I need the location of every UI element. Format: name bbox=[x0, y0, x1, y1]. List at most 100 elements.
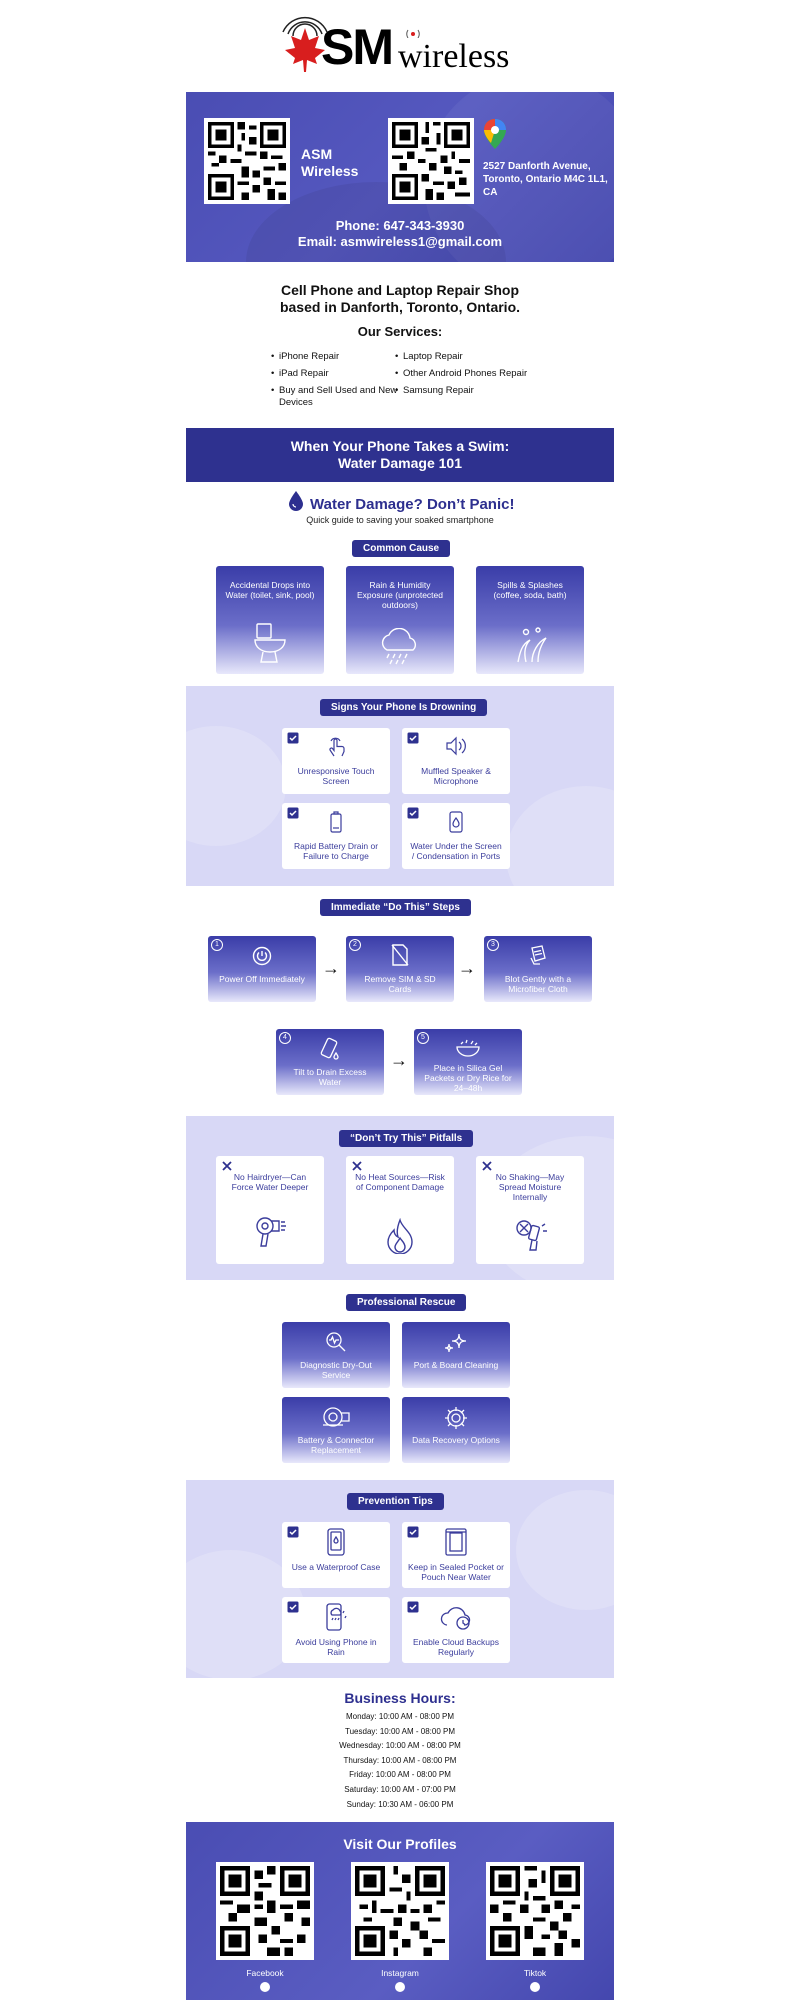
water-drop-icon bbox=[289, 491, 303, 511]
sign-card: Muffled Speaker & Microphone bbox=[402, 728, 510, 794]
checkbox-icon bbox=[287, 1526, 299, 1538]
prevention-text: Keep in Sealed Pocket or Pouch Near Wate… bbox=[408, 1562, 504, 1582]
qr-code-icon bbox=[355, 1866, 445, 1956]
step-text: Remove SIM & SD Cards bbox=[364, 974, 436, 994]
rescue-card: Battery & Connector Replacement bbox=[282, 1397, 390, 1463]
prevention-section bbox=[156, 1480, 656, 1680]
intro-title: Cell Phone and Laptop Repair Shop based … bbox=[186, 282, 614, 316]
checkbox-icon bbox=[407, 1526, 419, 1538]
rice-icon bbox=[456, 1039, 480, 1057]
email-address[interactable]: Email: asmwireless1@gmail.com bbox=[297, 234, 503, 249]
step-card: 1 Power Off Immediately bbox=[208, 936, 316, 1002]
hours-row: Monday: 10:00 AM - 08:00 PM bbox=[345, 1712, 455, 1721]
intro-title-line1: Cell Phone and Laptop Repair Shop bbox=[280, 282, 519, 298]
service-item: Buy and Sell Used and New Devices bbox=[271, 385, 399, 409]
prevention-card: Use a Waterproof Case bbox=[282, 1522, 390, 1588]
facebook-label[interactable]: Facebook bbox=[246, 1968, 284, 1978]
rescue-card: Diagnostic Dry-Out Service bbox=[282, 1322, 390, 1388]
tiktok-icon[interactable] bbox=[530, 1982, 540, 1992]
step-number: 3 bbox=[487, 939, 499, 951]
phone-number[interactable]: Phone: 647-343-3930 bbox=[335, 218, 465, 233]
step-arrow-icon: → bbox=[390, 1050, 408, 1070]
checkbox-icon bbox=[407, 1601, 419, 1613]
intro-title-line2: based in Danforth, Toronto, Ontario. bbox=[279, 299, 521, 315]
step-number: 1 bbox=[211, 939, 223, 951]
battery-icon bbox=[330, 811, 342, 833]
instagram-icon[interactable] bbox=[395, 1982, 405, 1992]
checkbox-icon bbox=[287, 732, 299, 744]
qr-code-tiktok[interactable] bbox=[486, 1862, 584, 1960]
business-name: ASM Wireless bbox=[301, 146, 359, 179]
hours-row: Sunday: 10:30 AM - 06:00 PM bbox=[346, 1799, 454, 1809]
x-mark-icon bbox=[482, 1161, 492, 1171]
step-card: 4 Tilt to Drain Excess Water bbox=[276, 1029, 384, 1095]
cause-card: Rain & Humidity Exposure (unprotected ou… bbox=[346, 566, 454, 674]
x-mark-icon bbox=[222, 1161, 232, 1171]
profiles-section: Visit Our Profiles Facebook Instagram Ti… bbox=[186, 1822, 614, 2000]
facebook-icon[interactable] bbox=[260, 1982, 270, 1992]
pitfall-card: No Shaking—May Spread Moisture Internall… bbox=[476, 1156, 584, 1264]
prevention-text: Use a Waterproof Case bbox=[291, 1562, 381, 1572]
pitfall-card: No Heat Sources—Risk of Component Damage bbox=[346, 1156, 454, 1264]
service-item: Laptop Repair bbox=[395, 351, 555, 363]
contact-header: ASM Wireless 2527 Danforth Avenue, Toron… bbox=[186, 92, 614, 262]
step-text: Blot Gently with a Microfiber Cloth bbox=[504, 974, 572, 994]
rescue-text: Diagnostic Dry-Out Service bbox=[300, 1360, 372, 1380]
step-text: Tilt to Drain Excess Water bbox=[293, 1067, 367, 1087]
step-card: 3 Blot Gently with a Microfiber Cloth bbox=[484, 936, 592, 1002]
qr-code-instagram[interactable] bbox=[351, 1862, 449, 1960]
step-number: 5 bbox=[417, 1032, 429, 1044]
pitfalls-label: “Don’t Try This” Pitfalls bbox=[339, 1130, 474, 1147]
rain-cloud-icon bbox=[381, 628, 416, 665]
step-arrow-icon: → bbox=[322, 958, 340, 978]
flame-icon bbox=[387, 1218, 413, 1254]
hairdryer-icon bbox=[256, 1217, 286, 1247]
services-list-left: iPhone Repair iPad Repair Buy and Sell U… bbox=[271, 351, 399, 414]
shake-icon bbox=[516, 1220, 547, 1251]
battery-connector-icon bbox=[323, 1407, 350, 1427]
pitfall-text: No Heat Sources—Risk of Component Damage bbox=[355, 1172, 445, 1192]
sign-text: Unresponsive Touch Screen bbox=[297, 766, 375, 786]
checkbox-icon bbox=[407, 732, 419, 744]
pitfall-text: No Shaking—May Spread Moisture Internall… bbox=[495, 1172, 565, 1202]
cause-card: Spills & Splashes (coffee, soda, bath) bbox=[476, 566, 584, 674]
checkbox-icon bbox=[287, 807, 299, 819]
prevention-card: Enable Cloud Backups Regularly bbox=[402, 1597, 510, 1663]
step-card: 5 Place in Silica Gel Packets or Dry Ric… bbox=[414, 1029, 522, 1095]
maple-leaf-tower-icon bbox=[282, 16, 328, 72]
signs-label: Signs Your Phone Is Drowning bbox=[320, 699, 488, 716]
service-item: Other Android Phones Repair bbox=[395, 368, 555, 380]
tilt-phone-icon bbox=[320, 1037, 339, 1060]
rescue-text: Battery & Connector Replacement bbox=[297, 1435, 375, 1455]
diagnostic-icon bbox=[326, 1332, 346, 1352]
step-number: 4 bbox=[279, 1032, 291, 1044]
cloth-icon bbox=[530, 945, 546, 965]
cause-text: Rain & Humidity Exposure (unprotected ou… bbox=[357, 580, 443, 610]
tiktok-label[interactable]: Tiktok bbox=[523, 1968, 547, 1978]
rescue-card: Data Recovery Options bbox=[402, 1397, 510, 1463]
cause-text: Accidental Drops into Water (toilet, sin… bbox=[225, 580, 315, 600]
hours-row: Saturday: 10:00 AM - 07:00 PM bbox=[344, 1784, 456, 1794]
phone-water-icon bbox=[449, 811, 463, 833]
banner-line1: When Your Phone Takes a Swim: bbox=[290, 438, 510, 454]
cause-card: Accidental Drops into Water (toilet, sin… bbox=[216, 566, 324, 674]
qr-code-website[interactable] bbox=[204, 118, 290, 204]
step-arrow-icon: → bbox=[458, 958, 476, 978]
checkbox-icon bbox=[287, 1601, 299, 1613]
toilet-icon bbox=[254, 623, 286, 663]
qr-code-maps[interactable] bbox=[388, 118, 474, 204]
qr-code-icon bbox=[490, 1866, 580, 1956]
cause-text: Spills & Splashes (coffee, soda, bath) bbox=[493, 580, 567, 600]
services-list-right: Laptop Repair Other Android Phones Repai… bbox=[395, 351, 555, 402]
x-mark-icon bbox=[352, 1161, 362, 1171]
qr-code-facebook[interactable] bbox=[216, 1862, 314, 1960]
instagram-label[interactable]: Instagram bbox=[381, 1968, 419, 1978]
splash-icon bbox=[517, 627, 547, 663]
hours-row: Wednesday: 10:00 AM - 08:00 PM bbox=[339, 1741, 461, 1751]
speaker-icon bbox=[446, 736, 466, 756]
hours-row: Friday: 10:00 AM - 08:00 PM bbox=[349, 1770, 451, 1780]
logo-text-sub: wireless bbox=[398, 38, 510, 75]
sign-card: Unresponsive Touch Screen bbox=[282, 728, 390, 794]
banner-line2: Water Damage 101 bbox=[338, 455, 462, 471]
sim-icon bbox=[391, 944, 409, 966]
